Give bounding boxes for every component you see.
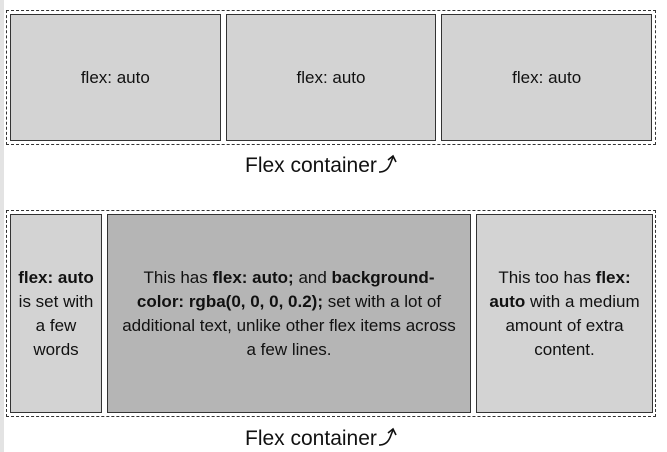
curved-arrow-up-right-icon <box>378 154 397 173</box>
flex-item-1: flex: auto <box>10 14 221 141</box>
caption-text: Flex container <box>245 154 377 177</box>
flex-item-3: flex: auto <box>441 14 653 141</box>
flex-item-bold: flex: auto <box>18 267 94 287</box>
flex-container-caption-top: Flex container <box>245 153 400 179</box>
flex-container-bottom: flex: auto is set with a few words This … <box>6 210 656 417</box>
flex-item-label: flex: auto <box>80 67 150 87</box>
flex-item-span: This has <box>143 267 213 287</box>
flex-container-top: flex: auto flex: auto flex: auto <box>6 10 656 145</box>
curved-arrow-up-right-icon <box>378 427 397 446</box>
flex-item-bold: flex: auto <box>489 267 631 311</box>
flex-item-span: is set with a few words <box>18 291 94 359</box>
flex-item-text: flex: auto is set with a few words <box>11 266 101 362</box>
flex-item-label: flex: auto <box>512 67 582 87</box>
flex-item-span: with a medium amount of extra content. <box>505 291 640 359</box>
flex-item-span: and <box>293 267 332 287</box>
flex-item-text: This too has flex: auto with a medium am… <box>477 266 652 362</box>
flex-container-caption-bottom: Flex container <box>245 426 400 452</box>
flex-item-span: set with a lot of additional text, unlik… <box>122 291 456 359</box>
flex-item-2: flex: auto <box>225 14 437 141</box>
caption-text: Flex container <box>245 427 377 450</box>
left-edge-strip <box>0 0 4 452</box>
flex-item-long: This has flex: auto; and background-colo… <box>107 214 471 413</box>
flex-item-span: This too has <box>498 267 596 287</box>
flex-item-medium: This too has flex: auto with a medium am… <box>476 214 653 413</box>
flex-item-label: flex: auto <box>296 67 366 87</box>
flex-item-bold: background-color: rgba(0, 0, 0, 0.2); <box>136 267 435 311</box>
flex-item-text: This has flex: auto; and background-colo… <box>108 266 470 362</box>
flex-item-short: flex: auto is set with a few words <box>10 214 102 413</box>
flex-item-bold: flex: auto; <box>212 267 294 287</box>
